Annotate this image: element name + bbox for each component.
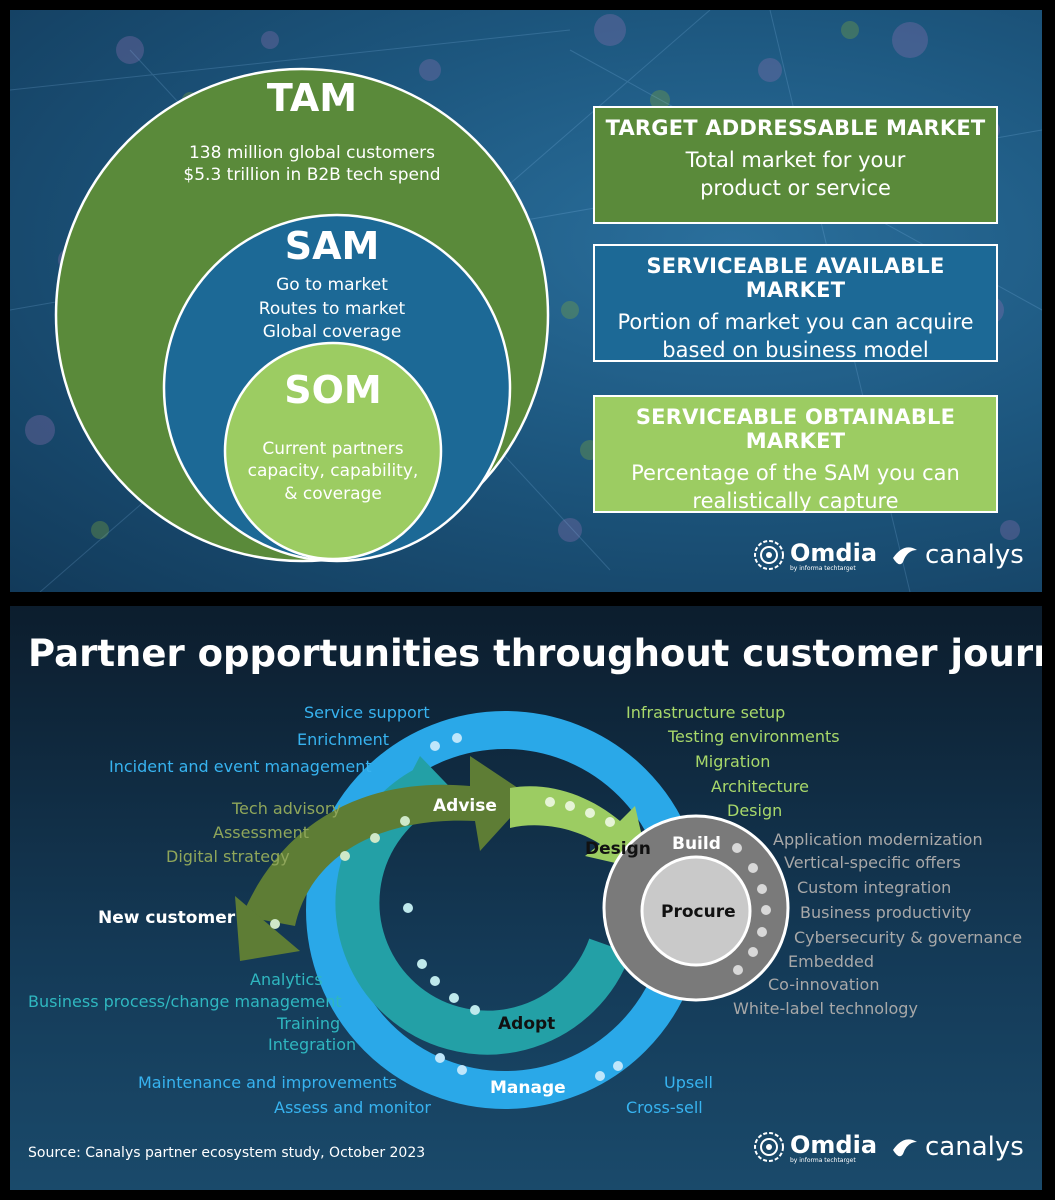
stage-design: Design	[585, 839, 651, 859]
build-item-embedded: Embedded	[788, 952, 875, 971]
som-definition-box: SERVICEABLE OBTAINABLE MARKET Percentage…	[593, 395, 998, 513]
som-circle	[223, 341, 443, 561]
som-box-desc-1: Percentage of the SAM you can	[631, 461, 960, 485]
canalys-logo-icon	[893, 547, 918, 565]
build-item-white-label: White-label technology	[733, 999, 918, 1018]
tam-box-title: TARGET ADDRESSABLE MARKET	[605, 116, 986, 140]
design-item-testing: Testing environments	[668, 727, 840, 746]
som-title: SOM	[284, 368, 382, 412]
manage-item-upsell: Upsell	[664, 1073, 713, 1092]
stage-build: Build	[672, 834, 721, 854]
advise-item-tech-advisory: Tech advisory	[232, 799, 341, 818]
tam-title: TAM	[266, 76, 358, 120]
adopt-item-integration: Integration	[268, 1035, 357, 1054]
omdia-logo-icon	[754, 1132, 784, 1162]
tam-sam-som-panel: TAM 138 million global customers $5.3 tr…	[10, 10, 1042, 592]
stage-manage: Manage	[490, 1078, 566, 1098]
canalys-wordmark: canalys	[925, 1132, 1024, 1162]
tam-definition-box: TARGET ADDRESSABLE MARKET Total market f…	[593, 106, 998, 224]
manage-item-incident: Incident and event management	[109, 757, 372, 776]
advise-item-assessment: Assessment	[213, 823, 309, 842]
som-box-desc-2: realistically capture	[692, 489, 899, 513]
omdia-subtext: by informa techtarget	[790, 564, 856, 572]
advise-arrow	[242, 756, 530, 926]
design-item-migration: Migration	[695, 752, 771, 771]
stage-advise: Advise	[433, 796, 497, 816]
omdia-wordmark: Omdia	[790, 538, 878, 567]
source-note: Source: Canalys partner ecosystem study,…	[28, 1145, 426, 1161]
manage-item-cross-sell: Cross-sell	[626, 1098, 703, 1117]
advise-item-digital-strategy: Digital strategy	[166, 847, 290, 866]
procure-circle	[640, 855, 752, 967]
manage-item-service-support: Service support	[304, 703, 430, 722]
sam-title: SAM	[284, 224, 380, 268]
stage-new-customer: New customer	[98, 908, 236, 928]
sam-definition-box: SERVICEABLE AVAILABLE MARKET Portion of …	[593, 244, 998, 362]
tam-box-desc-2: product or service	[700, 176, 891, 200]
adopt-item-training: Training	[277, 1014, 341, 1033]
new-customer-arrow	[235, 896, 300, 961]
stage-procure: Procure	[661, 902, 736, 922]
omdia-subtext: by informa techtarget	[790, 1156, 856, 1164]
logo-group-top: Omdia by informa techtarget canalys	[752, 538, 1024, 572]
tam-line-1: 138 million global customers	[188, 143, 436, 163]
build-item-vertical-offers: Vertical-specific offers	[784, 853, 961, 872]
som-line-2: capacity, capability,	[247, 461, 419, 481]
journey-title: Partner opportunities throughout custome…	[28, 632, 1042, 675]
build-item-business-productivity: Business productivity	[800, 903, 972, 922]
journey-diagram	[235, 711, 790, 1109]
network-background	[10, 10, 1042, 592]
design-item-design: Design	[727, 801, 783, 820]
canalys-wordmark: canalys	[925, 540, 1024, 570]
som-line-3: & coverage	[284, 484, 382, 504]
adopt-item-business-process: Business process/change management	[28, 992, 342, 1011]
sam-line-1: Go to market	[276, 275, 388, 295]
sam-line-2: Routes to market	[258, 299, 406, 319]
som-box-title: SERVICEABLE OBTAINABLE MARKET	[635, 405, 956, 453]
build-item-co-innovation: Co-innovation	[768, 975, 880, 994]
omdia-logo-icon	[754, 540, 784, 570]
manage-item-maintenance: Maintenance and improvements	[138, 1073, 398, 1092]
canalys-logo-icon	[893, 1139, 918, 1157]
tam-line-2: $5.3 trillion in B2B tech spend	[183, 165, 441, 185]
design-item-infrastructure: Infrastructure setup	[626, 703, 786, 722]
build-item-cybersecurity: Cybersecurity & governance	[794, 928, 1023, 947]
tam-box-desc-1: Total market for your	[685, 148, 906, 172]
stage-adopt: Adopt	[498, 1014, 556, 1034]
som-line-1: Current partners	[262, 439, 404, 459]
omdia-wordmark: Omdia	[790, 1130, 878, 1159]
manage-item-assess-monitor: Assess and monitor	[274, 1098, 432, 1117]
adopt-item-analytics: Analytics	[250, 970, 323, 989]
build-item-custom-integration: Custom integration	[797, 878, 952, 897]
design-arrow	[510, 786, 650, 871]
sam-box-title: SERVICEABLE AVAILABLE MARKET	[646, 254, 945, 302]
customer-journey-panel: Partner opportunities throughout custome…	[10, 606, 1042, 1190]
design-item-architecture: Architecture	[711, 777, 809, 796]
sam-line-3: Global coverage	[262, 322, 402, 342]
sam-box-desc-1: Portion of market you can acquire	[617, 310, 974, 334]
sam-box-desc-2: based on business model	[662, 338, 929, 362]
build-item-app-modernization: Application modernization	[773, 830, 983, 849]
manage-item-enrichment: Enrichment	[297, 730, 390, 749]
logo-group-bottom: Omdia by informa techtarget canalys	[752, 1130, 1024, 1164]
